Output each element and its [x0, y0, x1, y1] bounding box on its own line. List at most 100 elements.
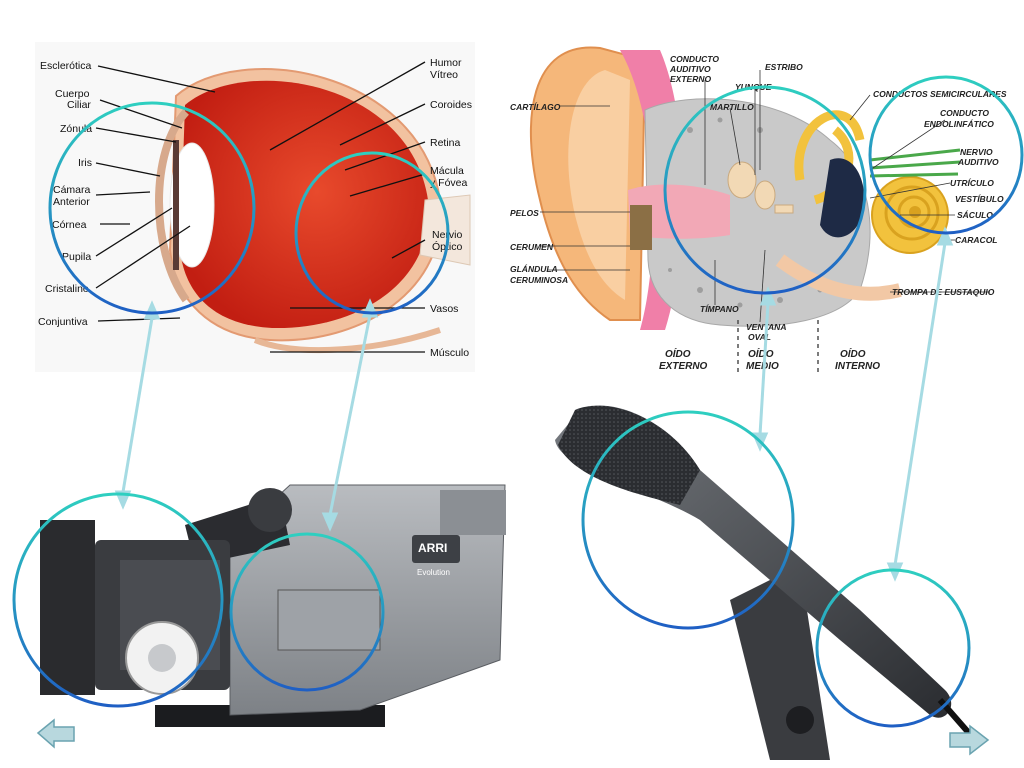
label-endolinfatico: ENDOLINFÁTICO — [924, 119, 994, 129]
label-iris: Iris — [78, 157, 92, 169]
connector-eye-lens-camera — [121, 317, 154, 493]
camera-side-panel — [277, 589, 381, 651]
camera-focus-knob — [148, 644, 176, 672]
label-oido-medio-2: MEDIO — [746, 361, 779, 372]
eye-optic-nerve — [419, 194, 471, 266]
label-oido-medio-1: OÍDO — [748, 347, 774, 360]
label-oido-interno-1: OÍDO — [840, 347, 866, 360]
eye-labels-left: Esclerótica Cuerpo Ciliar Zónula Iris Cá… — [38, 60, 92, 328]
ear-canal — [628, 184, 730, 239]
connector-inner-ear-mic — [893, 242, 947, 566]
connector-retina-camera — [328, 314, 372, 516]
label-saculo: SÁCULO — [957, 210, 993, 220]
label-humor: Humor — [430, 57, 462, 69]
ear-vestibule — [820, 158, 865, 238]
label-coroides: Coroides — [430, 99, 472, 111]
ear-eustachian-tube — [775, 254, 902, 301]
connector-middle-ear-mic — [758, 302, 770, 436]
ear-pinna-inner — [568, 70, 630, 300]
label-camara: Cámara — [53, 184, 91, 196]
label-auditivo: AUDITIVO — [669, 64, 711, 74]
label-martillo: MARTILLO — [710, 102, 754, 112]
ear-leader-lines — [540, 70, 990, 323]
label-glandula: GLÁNDULA — [510, 264, 558, 274]
ear-sections: OÍDO EXTERNO OÍDO MEDIO OÍDO INTERNO — [659, 347, 880, 372]
arrow-left-icon[interactable] — [36, 718, 75, 749]
eye-cornea — [155, 109, 190, 303]
ear-nerve — [869, 148, 961, 178]
circle-mic-head — [581, 410, 795, 630]
camera-matte-box — [40, 520, 95, 695]
camera-brand: ARRI — [418, 541, 447, 555]
mic-stand-knob — [786, 706, 814, 734]
label-oval: OVAL — [748, 332, 771, 342]
label-esclerotica: Esclerótica — [40, 60, 92, 72]
label-trompa: TROMPA DE EUSTAQUIO — [892, 287, 995, 297]
label-musculo: Músculo — [430, 347, 469, 359]
ear-labels-right: CONDUCTOS SEMICIRCULARES CONDUCTO ENDOLI… — [873, 89, 1007, 297]
prev-button[interactable] — [36, 718, 75, 749]
label-vasos: Vasos — [430, 303, 458, 315]
label-macula: Mácula — [430, 165, 464, 177]
eye-leader-lines — [95, 61, 426, 353]
eye-vitreous — [180, 80, 429, 329]
label-oido-externo-1: OÍDO — [665, 347, 691, 360]
label-oido-externo-2: EXTERNO — [659, 361, 708, 372]
microphone — [555, 405, 978, 760]
next-button[interactable] — [949, 724, 990, 756]
camera-top-block — [440, 490, 506, 535]
label-cartilago: CARTÍLAGO — [510, 102, 561, 112]
mic-grille — [558, 405, 700, 505]
circle-mic-body — [815, 568, 971, 728]
circle-eye-front — [48, 101, 256, 315]
label-conducto: CONDUCTO — [670, 54, 719, 64]
connector-arrowhead — [143, 300, 161, 320]
arrow-right-icon[interactable] — [949, 724, 990, 756]
ear-glands — [630, 205, 652, 250]
eye-muscle — [253, 327, 441, 353]
circle-camera-body — [229, 532, 385, 692]
camera-eyepiece — [248, 488, 292, 532]
label-cerumen: CERUMEN — [510, 242, 554, 252]
label-conductos-semicirculares: CONDUCTOS SEMICIRCULARES — [873, 89, 1007, 99]
connector-arrowhead — [321, 512, 339, 532]
connector-arrowhead — [759, 286, 777, 306]
label-oido-interno-2: INTERNO — [835, 361, 880, 372]
label-ceruminosa: CERUMINOSA — [510, 275, 568, 285]
label-caracol: CARACOL — [955, 235, 998, 245]
camera-badge — [412, 535, 460, 563]
ear-section-dividers — [737, 320, 819, 372]
label-retina: Retina — [430, 137, 461, 149]
label-pupila: Pupila — [62, 251, 91, 263]
label-cornea: Córnea — [52, 219, 87, 231]
circle-ear-inner — [868, 75, 1024, 235]
ear-ossicles — [727, 161, 794, 214]
label-ciliar: Ciliar — [67, 99, 91, 111]
film-camera: ARRI Evolution — [40, 484, 506, 727]
label-nervio-ear: NERVIO — [960, 147, 993, 157]
highlight-circles — [12, 75, 1024, 728]
circle-camera-lens — [12, 492, 224, 708]
eye-diagram: Esclerótica Cuerpo Ciliar Zónula Iris Cá… — [35, 42, 475, 372]
label-utriculo: UTRÍCULO — [950, 178, 994, 188]
label-fovea: y Fóvea — [430, 177, 468, 189]
circle-ear-middle — [663, 85, 867, 295]
label-estribo: ESTRIBO — [765, 62, 803, 72]
label-anterior: Anterior — [53, 196, 90, 208]
circle-eye-retina — [294, 151, 450, 315]
connector-arrowhead — [936, 226, 954, 246]
label-conducto-2: CONDUCTO — [940, 108, 989, 118]
label-cuerpo: Cuerpo — [55, 88, 90, 100]
eye-iris — [173, 140, 179, 270]
label-timpano: TÍMPANO — [700, 304, 739, 314]
label-externo: EXTERNO — [670, 74, 711, 84]
label-conjuntiva: Conjuntiva — [38, 316, 88, 328]
label-vestibulo: VESTÍBULO — [955, 194, 1004, 204]
label-pelos: PELOS — [510, 208, 539, 218]
eye-lens — [169, 142, 215, 268]
label-cristalino: Cristalino — [45, 283, 89, 295]
label-auditivo-ear: AUDITIVO — [957, 157, 999, 167]
label-vitreo: Vítreo — [430, 69, 458, 81]
